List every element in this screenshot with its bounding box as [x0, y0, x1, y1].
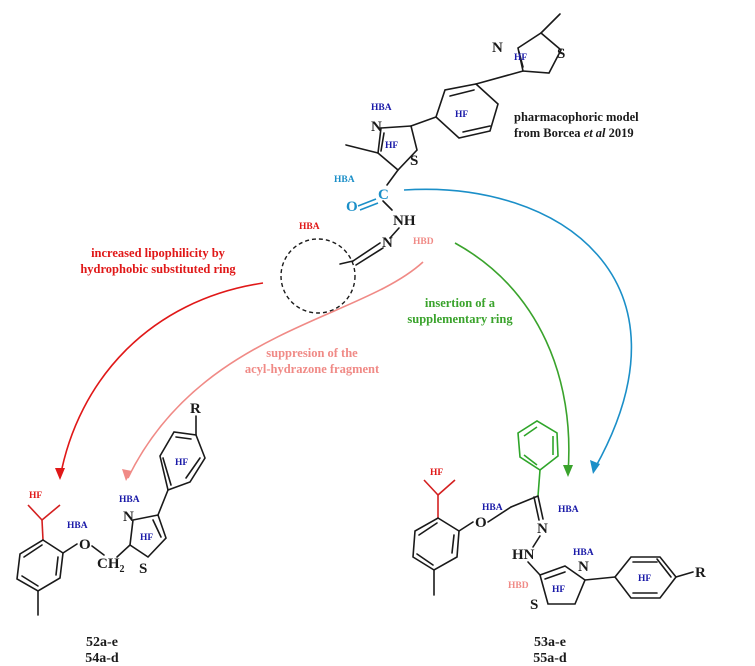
- hf-tag-right-thiazole: HF: [552, 585, 565, 595]
- compound-left-2: 54a-d: [85, 651, 119, 666]
- thiazole-top-N: N: [492, 40, 503, 56]
- note-insertion-2: supplementary ring: [407, 312, 513, 326]
- note-insertion-1: insertion of a: [425, 296, 496, 310]
- right-imine-N: N: [537, 521, 548, 537]
- carbonyl-O: O: [346, 199, 358, 215]
- right-R: R: [695, 565, 706, 581]
- thiazole-mid-S: S: [410, 153, 418, 169]
- hba-tag-left-ether: HBA: [67, 521, 88, 531]
- hbd-tag-right: HBD: [508, 581, 529, 591]
- hba-tag-left-thiazole: HBA: [119, 495, 140, 505]
- hf-tag-phenyl: HF: [455, 110, 468, 120]
- thiazole-top-S: S: [557, 46, 565, 62]
- left-product-molecule: HF O HBA CH2 N S HBA HF HF R: [16, 401, 206, 616]
- compound-right-1: 53a-e: [534, 635, 566, 650]
- hf-tag-mid-thiazole: HF: [385, 141, 398, 151]
- compound-right-2: 55a-d: [533, 651, 567, 666]
- arrowhead-red: [55, 468, 65, 480]
- model-title-suffix: 2019: [606, 126, 634, 140]
- arrowhead-pink: [122, 469, 132, 481]
- hba-tag-carbonyl: HBA: [334, 175, 355, 185]
- hf-tag-left-phenyl: HF: [175, 458, 188, 468]
- right-HN: HN: [512, 547, 535, 563]
- left-CH2-sub: 2: [120, 564, 125, 575]
- left-CH2-text: CH: [97, 556, 120, 572]
- arrowhead-cyan: [590, 460, 600, 474]
- left-thiazole-N: N: [123, 509, 134, 525]
- model-title-prefix: from Borcea: [514, 126, 584, 140]
- model-title-line2: from Borcea et al 2019: [514, 126, 634, 140]
- model-molecule: N S HF HF N S HF HBA C O HBA NH N HBD: [280, 13, 565, 314]
- note-suppression-2: acyl-hydrazone fragment: [245, 362, 380, 376]
- note-lipophilicity-1: increased lipophilicity by: [91, 246, 226, 260]
- arrowhead-green: [563, 465, 573, 477]
- hbd-tag-model: HBD: [413, 237, 434, 247]
- model-title-italic: et al: [584, 126, 606, 140]
- note-suppression-1: suppresion of the: [266, 346, 358, 360]
- hba-tag-right-imine: HBA: [558, 505, 579, 515]
- hf-tag-right-phenyl: HF: [638, 574, 651, 584]
- hydrazone-NH: NH: [393, 213, 416, 229]
- right-thiazole-S: S: [530, 597, 538, 613]
- carbonyl-C: C: [378, 187, 389, 203]
- hf-tag-left-isopropyl: HF: [29, 491, 42, 501]
- hba-tag-ring: HBA: [299, 222, 320, 232]
- compound-left-1: 52a-e: [86, 635, 118, 650]
- right-thiazole-N: N: [578, 559, 589, 575]
- note-lipophilicity-2: hydrophobic substituted ring: [80, 262, 236, 276]
- hba-tag-right-ether: HBA: [482, 503, 503, 513]
- hba-tag-right-thiazole: HBA: [573, 548, 594, 558]
- thiazole-mid-N: N: [371, 119, 382, 135]
- model-title-line1: pharmacophoric model: [514, 110, 639, 124]
- left-ether-O: O: [79, 537, 91, 553]
- arrows: [55, 188, 633, 481]
- right-ether-O: O: [475, 515, 487, 531]
- hf-tag-left-thiazole: HF: [140, 533, 153, 543]
- hydrazone-N: N: [382, 235, 393, 251]
- hf-tag-right-isopropyl: HF: [430, 468, 443, 478]
- right-product-molecule: HF O HBA N HBA HN HBD N S HBA HF: [412, 420, 706, 613]
- hba-tag-mid-thiazole: HBA: [371, 103, 392, 113]
- left-R: R: [190, 401, 201, 417]
- hf-tag-top-thiazole: HF: [514, 53, 527, 63]
- left-CH2: CH2: [97, 556, 125, 575]
- left-thiazole-S: S: [139, 561, 147, 577]
